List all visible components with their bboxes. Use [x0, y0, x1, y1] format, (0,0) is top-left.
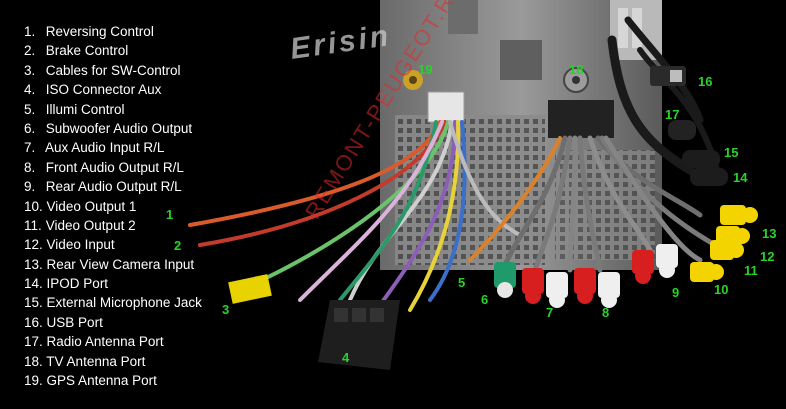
- legend-item-number: 8.: [24, 159, 36, 175]
- callout-18: 18: [569, 62, 584, 77]
- callout-7: 7: [546, 305, 554, 320]
- legend-item-number: 16.: [24, 314, 43, 330]
- legend-item-number: 13.: [24, 256, 43, 272]
- callout-13: 13: [762, 226, 777, 241]
- legend-item-number: 9.: [24, 179, 36, 195]
- legend-item-label: Cables for SW-Control: [45, 62, 181, 78]
- legend-item: 12. Video Input: [24, 235, 202, 254]
- legend-item: 17. Radio Antenna Port: [24, 332, 202, 351]
- callout-5: 5: [458, 275, 466, 290]
- callout-6: 6: [481, 292, 489, 307]
- legend-item-number: 17.: [24, 334, 43, 350]
- legend-item-number: 4.: [24, 82, 36, 98]
- legend-item: 4. ISO Connector Aux: [24, 80, 202, 99]
- legend-item-label: Brake Control: [45, 43, 129, 59]
- legend-item: 8. Front Audio Output R/L: [24, 158, 202, 177]
- legend-item: 2. Brake Control: [24, 41, 202, 60]
- callout-1: 1: [166, 207, 174, 222]
- callout-15: 15: [724, 145, 739, 160]
- legend-item-number: 18.: [24, 353, 43, 369]
- legend-item: 19. GPS Antenna Port: [24, 371, 202, 390]
- rca-white-plug-front: [598, 272, 620, 308]
- legend-item-number: 10.: [24, 198, 43, 214]
- callout-14: 14: [733, 170, 748, 185]
- legend-item-label: Video Output 2: [45, 217, 136, 233]
- legend-item-number: 14.: [24, 276, 43, 292]
- legend-item-label: IPOD Port: [46, 276, 109, 292]
- legend-item: 11. Video Output 2: [24, 216, 202, 235]
- legend-item-label: External Microphone Jack: [46, 295, 202, 311]
- rca-white-plug-rear: [656, 244, 678, 278]
- legend-item-number: 19.: [24, 373, 43, 389]
- legend-item-number: 15.: [24, 295, 43, 311]
- legend-item: 18. TV Antenna Port: [24, 352, 202, 371]
- rca-red-plug-rear: [632, 250, 654, 284]
- legend-item-number: 7.: [24, 140, 36, 156]
- rca-plugs: [494, 205, 758, 308]
- legend-item: 7. Aux Audio Input R/L: [24, 138, 202, 157]
- legend-item-label: Rear Audio Output R/L: [45, 179, 182, 195]
- tv-antenna-port: [563, 67, 589, 93]
- legend-item: 13. Rear View Camera Input: [24, 255, 202, 274]
- callout-19: 19: [418, 62, 433, 77]
- callout-10: 10: [714, 282, 729, 297]
- legend-item-label: Illumi Control: [45, 101, 125, 117]
- legend-item-number: 5.: [24, 101, 36, 117]
- rca-green-plug: [494, 262, 516, 298]
- legend-item-number: 6.: [24, 120, 36, 136]
- rca-yellow-plug-10: [690, 262, 724, 282]
- legend-item-label: Subwoofer Audio Output: [45, 120, 193, 136]
- callout-12: 12: [760, 249, 775, 264]
- legend-item-label: USB Port: [46, 314, 103, 330]
- port-legend-list: 1. Reversing Control 2. Brake Control 3.…: [24, 22, 202, 390]
- legend-item: 16. USB Port: [24, 313, 202, 332]
- iso-connector-aux: [318, 300, 400, 370]
- legend-item-label: Aux Audio Input R/L: [45, 140, 165, 156]
- legend-item-label: Radio Antenna Port: [46, 334, 164, 350]
- rca-cable-bundle: [502, 135, 718, 273]
- callout-4: 4: [342, 350, 350, 365]
- legend-item-number: 3.: [24, 62, 36, 78]
- legend-item-number: 12.: [24, 237, 43, 253]
- ipod-and-mic-plugs: [668, 120, 728, 186]
- callout-3: 3: [222, 302, 230, 317]
- legend-item-label: TV Antenna Port: [46, 353, 146, 369]
- rca-yellow-plug-13: [720, 205, 758, 225]
- usb-plug: [650, 66, 686, 86]
- callout-17: 17: [665, 107, 680, 122]
- legend-item: 15. External Microphone Jack: [24, 293, 202, 312]
- legend-item-label: Video Output 1: [46, 198, 137, 214]
- legend-item-number: 2.: [24, 43, 36, 59]
- gps-antenna-port: [403, 70, 423, 90]
- legend-item: 14. IPOD Port: [24, 274, 202, 293]
- callout-2: 2: [174, 238, 182, 253]
- legend-item: 5. Illumi Control: [24, 100, 202, 119]
- legend-item-label: Front Audio Output R/L: [45, 159, 184, 175]
- legend-item: 9. Rear Audio Output R/L: [24, 177, 202, 196]
- rca-red-plug-front: [574, 268, 596, 304]
- legend-item-label: GPS Antenna Port: [46, 373, 157, 389]
- legend-item-label: Video Input: [46, 237, 115, 253]
- callout-8: 8: [602, 305, 610, 320]
- legend-item-label: Rear View Camera Input: [46, 256, 195, 272]
- legend-item-number: 11.: [24, 217, 42, 233]
- legend-item: 6. Subwoofer Audio Output: [24, 119, 202, 138]
- rca-yellow-plug-12: [716, 226, 750, 246]
- legend-item-number: 1.: [24, 24, 36, 39]
- legend-item: 3. Cables for SW-Control: [24, 61, 202, 80]
- legend-item-label: Reversing Control: [45, 24, 154, 39]
- rca-white-plug-aux: [546, 272, 568, 308]
- legend-item: 10. Video Output 1: [24, 197, 202, 216]
- sw-control-fuse: [228, 274, 272, 304]
- callout-16: 16: [698, 74, 713, 89]
- legend-item: 1. Reversing Control: [24, 22, 202, 41]
- callout-11: 11: [744, 263, 758, 278]
- rca-red-plug-aux: [522, 268, 544, 304]
- harness-connector: [427, 91, 614, 138]
- callout-9: 9: [672, 285, 680, 300]
- iso-harness-wires: [188, 120, 562, 312]
- legend-item-label: ISO Connector Aux: [45, 82, 162, 98]
